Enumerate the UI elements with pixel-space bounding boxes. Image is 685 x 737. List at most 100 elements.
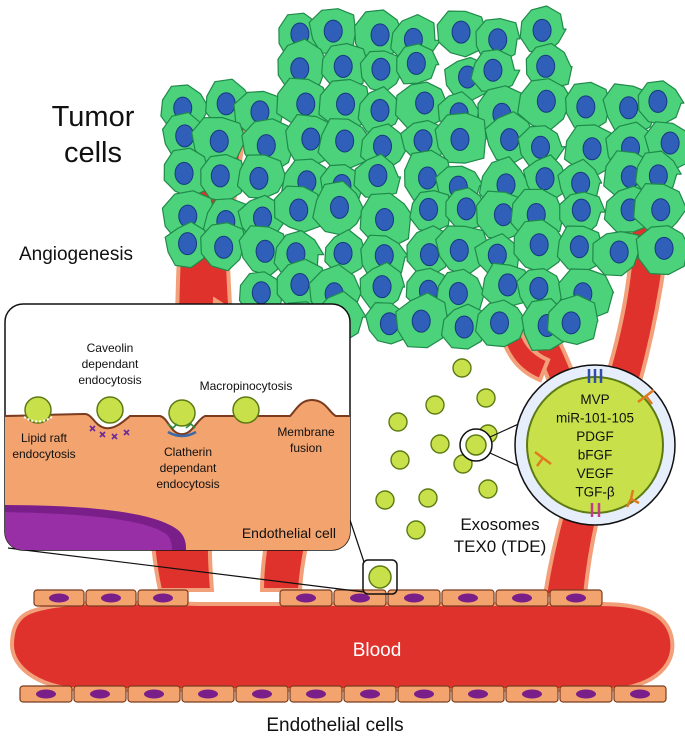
tumor-cell xyxy=(637,80,685,125)
receptor-pink xyxy=(590,503,601,517)
tumor-cell xyxy=(409,190,452,233)
cargo-item: MVP xyxy=(580,392,609,407)
tumor-cell xyxy=(357,86,404,133)
exosome xyxy=(390,450,410,470)
tumor-cell xyxy=(475,299,528,348)
exosome xyxy=(452,358,472,378)
exosomes-label-2: TEX0 (TDE) xyxy=(454,537,547,556)
tumor-cell xyxy=(317,118,374,170)
endothelial-cell xyxy=(33,589,85,607)
exosome xyxy=(476,388,496,408)
endothelial-cells-label: Endothelial cells xyxy=(266,715,403,736)
tumor-cell xyxy=(513,219,568,274)
endothelial-cell xyxy=(333,589,387,607)
endothelial-cell xyxy=(549,589,603,607)
endothelial-cell xyxy=(613,685,667,703)
endothelial-cell xyxy=(559,685,613,703)
endothelial-cell xyxy=(73,685,127,703)
caveolin-label-3: endocytosis xyxy=(78,373,141,387)
tumor-cell xyxy=(481,262,532,307)
receptor-blue xyxy=(587,369,603,383)
zoom-connector-lines xyxy=(7,519,365,593)
tumor-cell xyxy=(434,112,487,164)
receptor-orange xyxy=(534,389,655,508)
clatherin-vesicle xyxy=(168,399,196,427)
exosome xyxy=(430,434,450,454)
tumor-cell xyxy=(312,180,366,236)
endothelial-cell xyxy=(181,685,235,703)
tumor-cell xyxy=(557,158,603,205)
tumor-cell xyxy=(395,292,449,349)
tumor-cell xyxy=(200,222,247,272)
endothelial-cell xyxy=(451,685,505,703)
endothelial-cell xyxy=(137,589,189,607)
blood-label: Blood xyxy=(353,640,402,661)
membrane-fusion-label-2: fusion xyxy=(290,441,322,455)
endothelial-cell xyxy=(441,589,495,607)
tumor-cell xyxy=(273,185,327,233)
tumor-cell xyxy=(396,43,440,85)
endothelial-row-top xyxy=(33,589,603,607)
tumor-cell xyxy=(440,303,489,350)
tumor-cell xyxy=(359,50,405,93)
tumor-cell xyxy=(546,294,599,345)
exosome-zoom-source xyxy=(362,559,398,595)
endothelial-cell xyxy=(289,685,343,703)
exosome xyxy=(425,395,445,415)
endothelial-cell xyxy=(387,589,441,607)
exosome xyxy=(388,412,408,432)
lipid-raft-vesicle xyxy=(24,396,52,424)
tumor-label-1: Tumor xyxy=(52,101,135,133)
tumor-cell xyxy=(308,8,357,54)
caveolin-coat xyxy=(89,425,130,440)
clatherin-label-2: dependant xyxy=(160,461,217,475)
tumor-cell xyxy=(559,191,606,237)
endothelial-cell-label: Endothelial cell xyxy=(242,525,336,541)
tumor-label-2: cells xyxy=(64,137,122,169)
endothelial-cell xyxy=(127,685,181,703)
tumor-cell xyxy=(565,81,611,132)
tumor-cell xyxy=(633,183,685,236)
tumor-cell xyxy=(592,231,642,277)
tumor-cell xyxy=(436,10,488,58)
exosome-particles xyxy=(375,358,498,540)
clatherin-label-3: endocytosis xyxy=(156,477,219,491)
endothelial-cell xyxy=(279,589,333,607)
lipid-raft-label-2: endocytosis xyxy=(12,447,75,461)
membrane-fusion-label-1: Membrane xyxy=(277,425,335,439)
cargo-item: bFGF xyxy=(578,448,613,463)
cargo-item: PDGF xyxy=(576,429,614,444)
exosome xyxy=(478,479,498,499)
macropinocytosis-vesicle xyxy=(232,396,260,424)
main-vessel xyxy=(9,600,675,692)
endocytosis-inset: Caveolin dependant endocytosis Macropino… xyxy=(4,303,351,551)
cargo-item: VEGF xyxy=(577,466,614,481)
endothelial-cell xyxy=(505,685,559,703)
tumor-cell xyxy=(359,192,416,249)
endothelial-cell xyxy=(343,685,397,703)
tumor-cell-cluster xyxy=(160,5,685,355)
angiogenesis-label: Angiogenesis xyxy=(19,244,133,265)
endothelial-row-bottom xyxy=(19,685,667,703)
caveolin-label-1: Caveolin xyxy=(87,341,134,355)
tumor-cell xyxy=(556,225,604,273)
lipid-raft-label-1: Lipid raft xyxy=(21,431,68,445)
tumor-cell xyxy=(394,81,449,130)
tumor-cell xyxy=(435,225,490,277)
exosome xyxy=(375,490,395,510)
exosome xyxy=(418,488,438,508)
endothelial-cell xyxy=(495,589,549,607)
cargo-item: TGF-β xyxy=(575,485,614,500)
macropinocytosis-label: Macropinocytosis xyxy=(200,379,293,393)
caveolin-label-2: dependant xyxy=(82,357,139,371)
endothelial-cell xyxy=(19,685,73,703)
endothelial-cell xyxy=(85,589,137,607)
tumor-cell xyxy=(475,190,525,241)
tumor-cell xyxy=(324,229,370,277)
exosomes-label-1: Exosomes xyxy=(460,515,539,534)
tumor-cell xyxy=(236,154,287,199)
tumor-cell xyxy=(321,42,370,90)
